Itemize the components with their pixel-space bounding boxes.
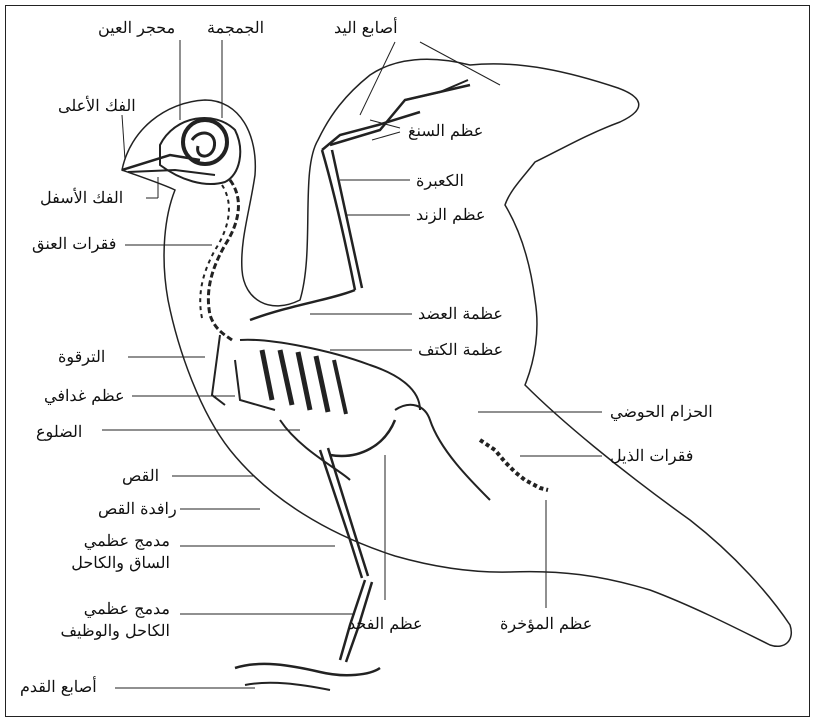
label-clavicle: الترقوة bbox=[58, 348, 105, 366]
label-ulna: عظم الزند bbox=[416, 206, 485, 224]
skull-drawing bbox=[122, 118, 240, 184]
label-tarsometatarsus-line1: مدمج عظمي bbox=[60, 598, 170, 620]
label-ribs: الضلوع bbox=[36, 423, 82, 441]
label-eye-socket: محجر العين bbox=[98, 19, 175, 37]
label-radius: الكعبرة bbox=[416, 172, 464, 190]
label-upper-jaw: الفك الأعلى bbox=[58, 97, 136, 115]
label-metacarpals: عظم السنغ bbox=[408, 122, 483, 140]
label-humerus: عظمة العضد bbox=[418, 305, 503, 323]
label-lower-jaw: الفك الأسفل bbox=[40, 189, 123, 207]
label-tail-vertebrae: فقرات الذيل bbox=[610, 447, 693, 465]
pelvis-tail-drawing bbox=[395, 405, 548, 500]
label-neck-vertebrae: فقرات العنق bbox=[32, 235, 116, 253]
label-pygostyle: عظم المؤخرة bbox=[500, 615, 592, 633]
label-tibiotarsus: مدمج عظمي الساق والكاحل bbox=[60, 530, 170, 574]
label-coracoid: عظم غدافي bbox=[44, 387, 125, 405]
leg-bones-drawing bbox=[235, 420, 395, 690]
label-skull: الجمجمة bbox=[207, 19, 264, 37]
label-toes: أصابع القدم bbox=[20, 678, 97, 696]
wing-bones-drawing bbox=[250, 80, 470, 320]
label-sternum: القص bbox=[122, 467, 159, 485]
label-tibiotarsus-line1: مدمج عظمي bbox=[60, 530, 170, 552]
label-femur: عظم الفخذ bbox=[348, 615, 423, 633]
neck-vertebrae-drawing bbox=[200, 180, 238, 340]
label-tarsometatarsus: مدمج عظمي الكاحل والوظيف bbox=[60, 598, 170, 642]
label-keel: رافدة القص bbox=[98, 500, 177, 518]
label-scapula: عظمة الكتف bbox=[418, 341, 503, 359]
torso-bones-drawing bbox=[212, 335, 420, 480]
label-tarsometatarsus-line2: الكاحل والوظيف bbox=[60, 620, 170, 642]
label-pelvic-girdle: الحزام الحوضي bbox=[610, 403, 713, 421]
label-fingers: أصابع اليد bbox=[334, 19, 398, 37]
label-tibiotarsus-line2: الساق والكاحل bbox=[60, 552, 170, 574]
